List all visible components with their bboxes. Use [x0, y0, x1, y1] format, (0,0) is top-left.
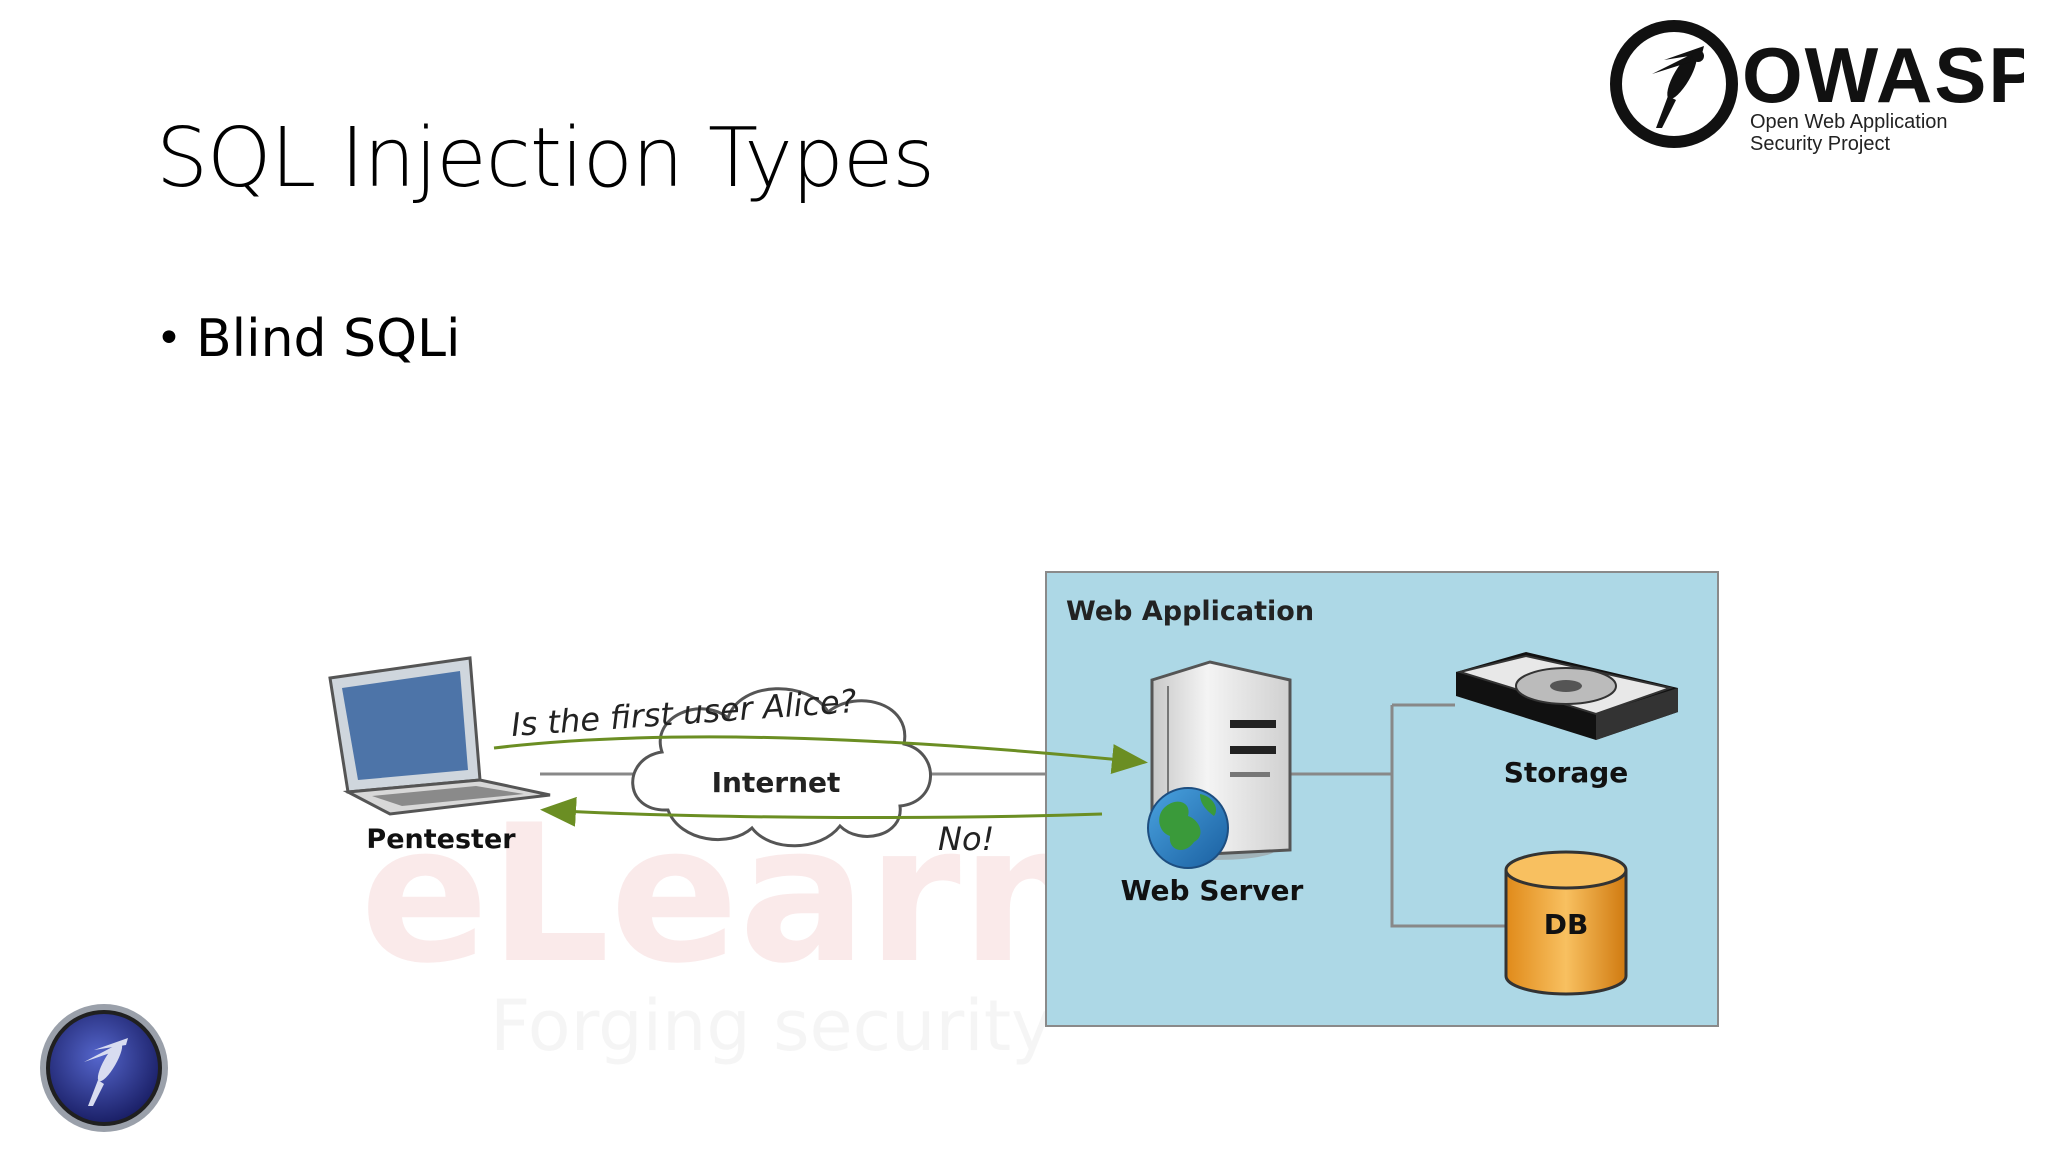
request-arrow — [493, 735, 1148, 774]
logo-wordmark: OWASP — [1742, 31, 2024, 119]
owasp-logo: OWASP Open Web Application Security Proj… — [1610, 20, 2024, 155]
bullet-dot: • — [156, 312, 182, 364]
globe-icon — [1147, 787, 1229, 869]
pentester-label: Pentester — [366, 824, 516, 855]
blind-sqli-diagram: eLearnS Forging security Web Application… — [328, 571, 1719, 1067]
storage-db-branch — [1390, 705, 1510, 928]
bullet-list: • Blind SQLi — [156, 308, 460, 370]
watermark-subtext: Forging security — [490, 985, 1053, 1067]
web-application-label: Web Application — [1066, 596, 1314, 627]
response-text: No! — [938, 820, 994, 858]
internet-cloud-icon — [631, 687, 932, 848]
db-label: DB — [1544, 908, 1589, 941]
logo-tagline-2: Security Project — [1750, 133, 1890, 155]
logo-tagline-1: Open Web Application — [1750, 111, 1948, 133]
response-arrow — [540, 796, 1103, 827]
web-server-label: Web Server — [1121, 874, 1304, 907]
storage-icon — [1456, 652, 1678, 740]
wasp-icon — [1652, 46, 1704, 128]
bullet-item: • Blind SQLi — [156, 308, 460, 370]
database-icon — [1504, 850, 1628, 996]
internet-label: Internet — [712, 766, 841, 799]
logo-ring — [1610, 20, 1738, 148]
badge-wasp-icon — [84, 1038, 128, 1106]
laptop-icon — [328, 656, 551, 816]
slide-title: SQL Injection Types — [156, 111, 935, 206]
bullet-text: Blind SQLi — [196, 309, 461, 369]
owasp-badge-logo — [40, 1004, 168, 1132]
storage-label: Storage — [1504, 756, 1629, 789]
